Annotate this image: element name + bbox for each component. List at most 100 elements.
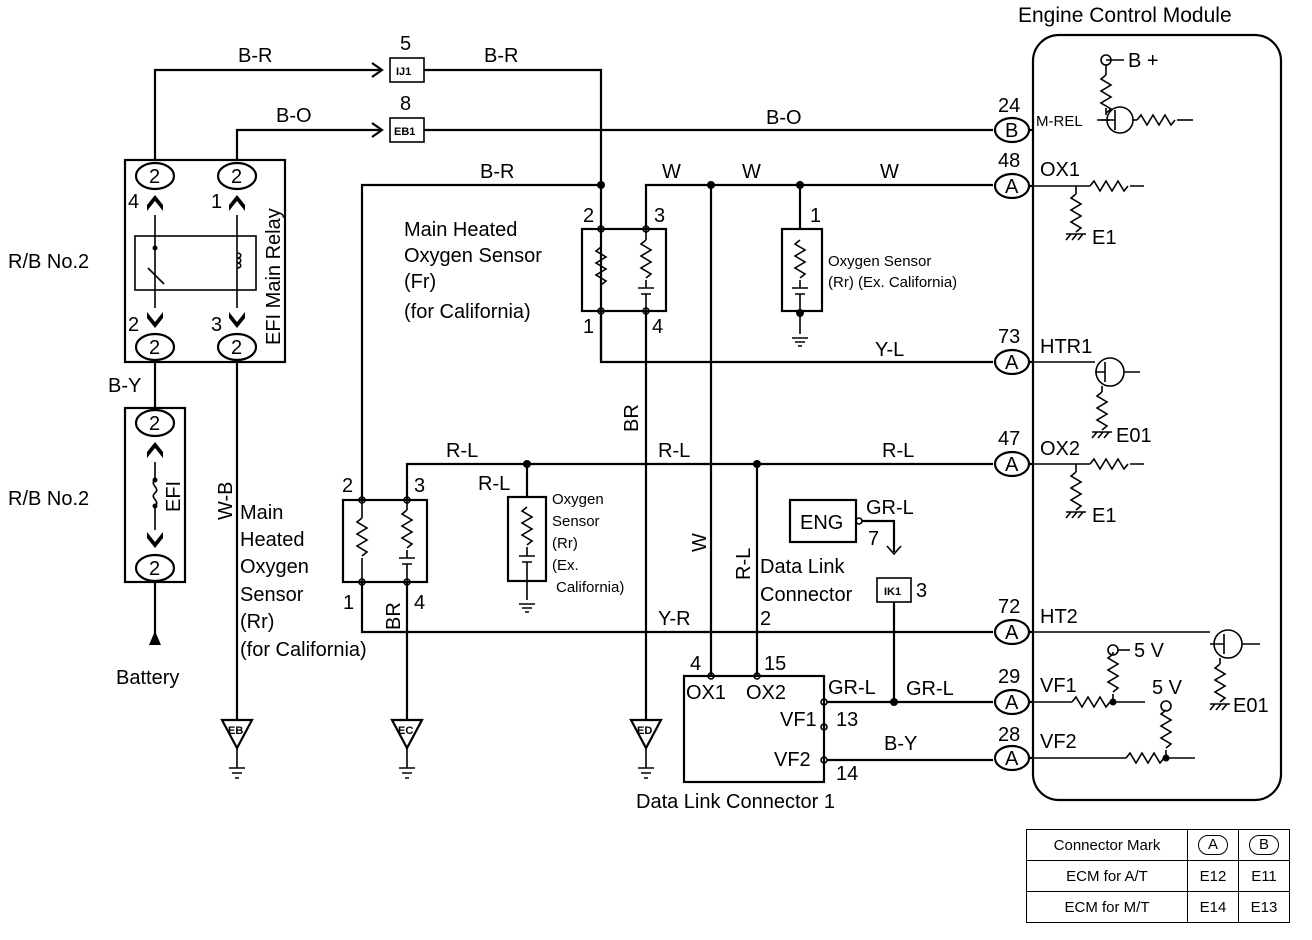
sensor-main-rr-line2: Heated (240, 529, 305, 551)
sensor-main-fr-line4: (for California) (404, 301, 531, 323)
table-row-label: ECM for M/T (1026, 891, 1188, 923)
fuse-conn-top (134, 408, 176, 438)
wire-label-yr: Y-R (658, 608, 691, 630)
ecm-terminal-b-plus: B + (1128, 50, 1159, 72)
ecm-terminal-5v-a: 5 V (1134, 640, 1165, 662)
dlc1-term-vf1: VF1 (780, 709, 817, 731)
wire-label-w-vert: W (689, 533, 711, 552)
dlc1-pin4: 4 (690, 653, 701, 675)
sensor-main-rr-pin4: 4 (414, 592, 425, 614)
ecm-terminal-ox2: OX2 (1040, 438, 1080, 460)
sensor-main-rr-pin2: 2 (342, 475, 353, 497)
table-cell-a: E14 (1187, 891, 1239, 923)
sensor-main-rr-pin1: 1 (343, 592, 354, 614)
ecm-pin-28-num: 28 (998, 724, 1020, 746)
sensor-main-rr-line4: Sensor (240, 584, 304, 606)
dlc1-term-grl: GR-L (828, 677, 876, 699)
relay-rb-label: R/B No.2 (8, 251, 89, 273)
sensor-oxy-rr-top-pin: 1 (810, 205, 821, 227)
sensor-oxy-rr-small-line2: Sensor (552, 513, 600, 530)
ground-ed: ED (629, 718, 663, 779)
wire-label-by-right: B-Y (884, 733, 917, 755)
ground-ec-label: EC (398, 725, 413, 737)
sensor-main-rr-line1: Main (240, 502, 283, 524)
ecm-pin-29-conn: A (1005, 692, 1019, 714)
junction-ik1-label: IK1 (884, 586, 901, 598)
ground-eb-label: EB (228, 725, 243, 737)
relay-conn-tl (134, 161, 176, 191)
relay-name: EFI Main Relay (263, 208, 285, 345)
ecm-terminal-ox1: OX1 (1040, 159, 1080, 181)
eng-label: ENG (800, 512, 843, 534)
ecm-pin-28-conn: A (1005, 748, 1019, 770)
junction-ik1-num: 3 (916, 580, 927, 602)
wire-label-by-left: B-Y (108, 375, 141, 397)
table-col-b-mark: B (1248, 835, 1279, 855)
wire-label-br-low: BR (383, 602, 405, 630)
sensor-main-fr-line3: (Fr) (404, 271, 436, 293)
ecm-pin-73-num: 73 (998, 326, 1020, 348)
wire-label-rl3: R-L (658, 440, 690, 462)
relay-pin2: 2 (128, 314, 139, 336)
dlc1-pin15: 15 (764, 653, 786, 675)
ecm-title: Engine Control Module (1018, 4, 1232, 27)
table-row: ECM for M/T E14 E13 (1026, 891, 1290, 923)
wire-label-rl1: R-L (446, 440, 478, 462)
ecm-terminal-ht2: HT2 (1040, 606, 1078, 628)
table-header-label: Connector Mark (1026, 829, 1188, 861)
sensor-main-fr (580, 227, 668, 313)
sensor-main-fr-pin3: 3 (654, 205, 665, 227)
sensor-main-rr-line3: Oxygen (240, 556, 309, 578)
eng-pin: 7 (868, 528, 879, 550)
junction-ij1-num: 5 (400, 33, 411, 55)
ground-ec: EC (390, 718, 424, 779)
ecm-terminal-vf1: VF1 (1040, 675, 1077, 697)
wire-label-br-top: B-R (238, 45, 272, 67)
dlc1-term-ox1: OX1 (686, 682, 726, 704)
table-col-a-mark: A (1197, 835, 1228, 855)
wire-label-w2: W (742, 161, 761, 183)
sensor-oxy-rr-top-line1: Oxygen Sensor (828, 253, 931, 270)
sensor-oxy-rr-small-line3: (Rr) (552, 535, 578, 552)
relay-conn-tl-num: 2 (149, 166, 160, 188)
dlc-label-line2: Connector (760, 584, 853, 606)
ecm-pin-72-num: 72 (998, 596, 1020, 618)
wire-label-grl2: GR-L (906, 678, 954, 700)
ecm-terminal-e1-a: E1 (1092, 227, 1116, 249)
wire-label-yl: Y-L (875, 339, 904, 361)
dlc1-term-ox2: OX2 (746, 682, 786, 704)
relay-conn-bl-num: 2 (149, 337, 160, 359)
sensor-oxy-rr-top (780, 227, 824, 313)
relay-pin3: 3 (211, 314, 222, 336)
sensor-main-fr-line1: Main Heated (404, 219, 517, 241)
table-cell-b: E13 (1238, 891, 1290, 923)
ecm-terminal-vf2: VF2 (1040, 731, 1077, 753)
ground-eb: EB (220, 718, 254, 779)
ecm-terminal-htr1: HTR1 (1040, 336, 1092, 358)
fuse-conn-top-num: 2 (149, 413, 160, 435)
table-col-a: A (1187, 829, 1239, 861)
junction-ij1-label: IJ1 (396, 66, 411, 78)
relay-conn-tr (216, 161, 258, 191)
ecm-pin-73-conn: A (1005, 352, 1019, 374)
battery-label: Battery (116, 667, 179, 689)
sensor-oxy-rr-small-line1: Oxygen (552, 491, 604, 508)
wire-label-rl4: R-L (882, 440, 914, 462)
connector-mark-table: Connector Mark A B ECM for A/T E12 E11 E… (1026, 829, 1290, 923)
ecm-pin-47-conn: A (1005, 454, 1019, 476)
ecm-pin-24-num: 24 (998, 95, 1020, 117)
table-cell-a: E12 (1187, 860, 1239, 892)
junction-eb1-num: 8 (400, 93, 411, 115)
relay-conn-tr-num: 2 (231, 166, 242, 188)
ecm-terminal-e01-b: E01 (1233, 695, 1269, 717)
ecm-box (1031, 33, 1283, 802)
table-row-label: ECM for A/T (1026, 860, 1188, 892)
wire-label-br-vert: BR (621, 404, 643, 432)
fuse-conn-bottom (134, 553, 176, 583)
ground-ed-label: ED (637, 725, 652, 737)
ecm-terminal-e01-a: E01 (1116, 425, 1152, 447)
relay-pin4: 4 (128, 191, 139, 213)
table-row: ECM for A/T E12 E11 (1026, 860, 1290, 892)
fuse-rb-label: R/B No.2 (8, 488, 89, 510)
table-row: Connector Mark A B (1026, 829, 1290, 861)
